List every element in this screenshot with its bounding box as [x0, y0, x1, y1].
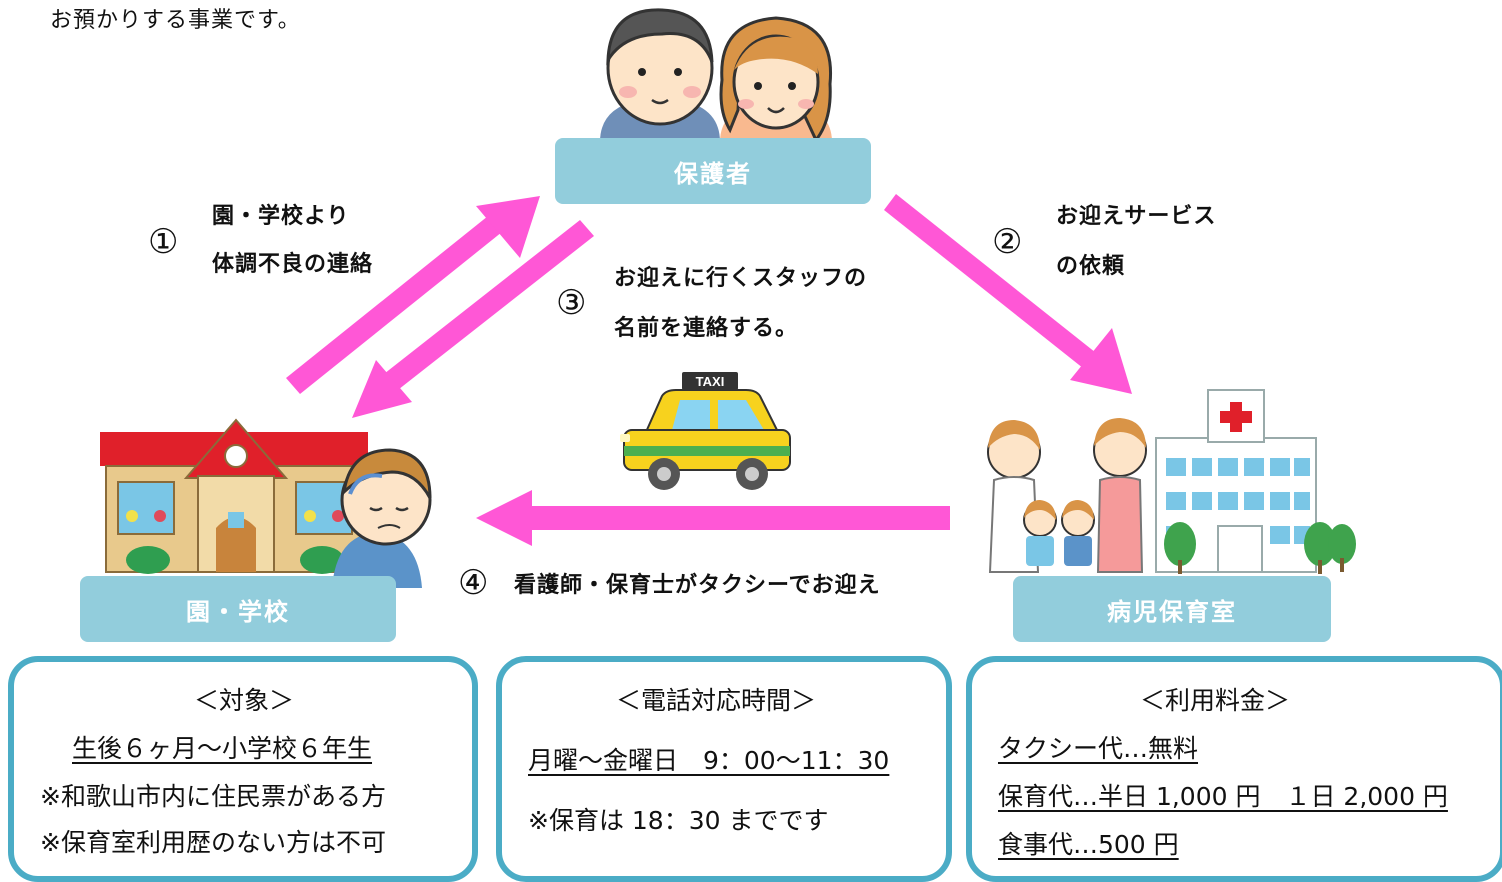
- step2-line1: お迎えサービス: [1056, 204, 1217, 229]
- intro-text: お預かりする事業です。: [50, 8, 301, 33]
- step1-number: ①: [148, 222, 179, 262]
- fee-line-2: 保育代…半日 1,000 円 １日 2,000 円: [998, 782, 1448, 811]
- phone-line-1: 月曜～金曜日 9：00～11：30: [528, 746, 890, 775]
- arrow-parents-to-school: [352, 220, 594, 418]
- nursery-illustration: [987, 389, 1356, 574]
- node-parents: 保護者: [555, 138, 871, 204]
- target-line-1: 生後６ヶ月～小学校６年生: [72, 734, 373, 763]
- fee-title: ＜利用料金＞: [1140, 686, 1291, 715]
- target-title: ＜対象＞: [194, 686, 295, 715]
- step4-number: ④: [458, 563, 489, 603]
- step2-number: ②: [992, 222, 1023, 262]
- phone-title: ＜電話対応時間＞: [616, 686, 817, 715]
- node-sick-room: 病児保育室: [1013, 576, 1331, 642]
- phone-line-2: ※保育は 18：30 までです: [528, 806, 829, 835]
- step1-line1: 園・学校より: [212, 204, 350, 229]
- info-box-fee: ＜利用料金＞ タクシー代…無料 保育代…半日 1,000 円 １日 2,000 …: [966, 656, 1502, 882]
- info-box-target: ＜対象＞ 生後６ヶ月～小学校６年生 ※和歌山市内に住民票がある方 ※保育室利用歴…: [8, 656, 478, 882]
- parents-illustration: [600, 8, 833, 143]
- step2-line2: の依頼: [1056, 254, 1126, 279]
- info-box-phone: ＜電話対応時間＞ 月曜～金曜日 9：00～11：30 ※保育は 18：30 まで…: [496, 656, 952, 882]
- target-line-3: ※保育室利用歴のない方は不可: [40, 828, 386, 857]
- fee-line-1: タクシー代…無料: [998, 734, 1199, 763]
- arrow-school-to-parents: [286, 196, 540, 394]
- step3-number: ③: [556, 283, 587, 323]
- arrow-room-to-school: [476, 490, 950, 546]
- taxi-illustration: TAXI: [620, 372, 791, 490]
- school-illustration: [100, 418, 432, 588]
- arrow-parents-to-room: [884, 194, 1132, 394]
- node-school: 園・学校: [80, 576, 396, 642]
- step4-line1: 看護師・保育士がタクシーでお迎え: [514, 573, 881, 598]
- fee-line-3: 食事代…500 円: [998, 830, 1179, 859]
- taxi-sign: TAXI: [696, 374, 725, 389]
- step3-line1: お迎えに行くスタッフの: [614, 266, 868, 291]
- step3-line2: 名前を連絡する。: [614, 316, 799, 341]
- target-line-2: ※和歌山市内に住民票がある方: [40, 782, 386, 811]
- step1-line2: 体調不良の連絡: [212, 252, 374, 277]
